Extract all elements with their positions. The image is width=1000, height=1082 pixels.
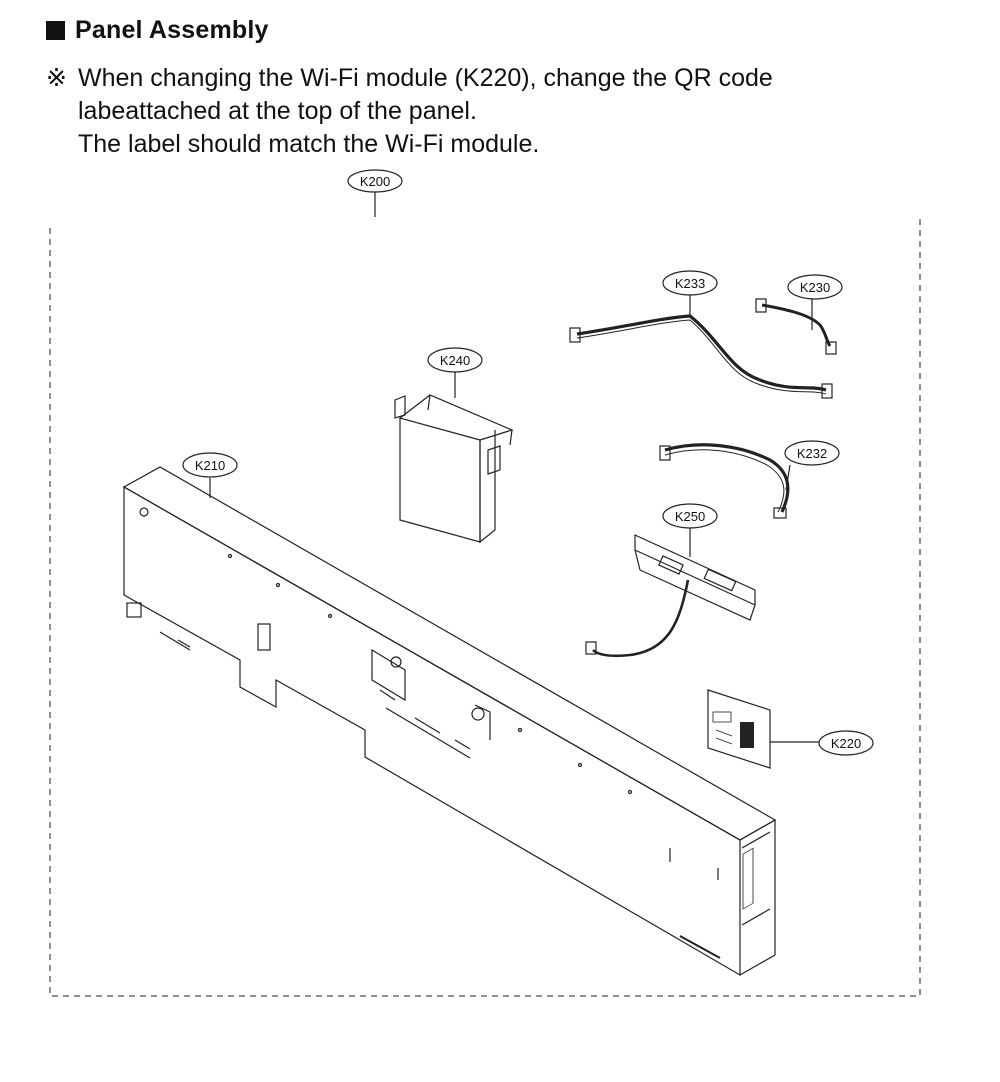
callout-k233: K233: [662, 270, 718, 296]
reference-mark-icon: ※: [46, 64, 67, 92]
wire-harness-k233: [569, 314, 833, 399]
replacement-note: ※When changing the Wi-Fi module (K220), …: [46, 62, 773, 161]
svg-text:K240: K240: [440, 353, 470, 368]
pcb-housing-part: [394, 394, 514, 544]
bullet-square-icon: [46, 21, 65, 40]
wire-harness-k230: [755, 298, 837, 355]
svg-text:K232: K232: [797, 446, 827, 461]
control-panel-part: [122, 466, 777, 977]
svg-text:K230: K230: [800, 280, 830, 295]
callout-k240: K240: [427, 347, 483, 373]
svg-text:K210: K210: [195, 458, 225, 473]
note-line-3: The label should match the Wi-Fi module.: [78, 130, 540, 158]
svg-text:K220: K220: [831, 736, 861, 751]
wire-harness-k232: [659, 443, 790, 519]
note-line-1: ※When changing the Wi-Fi module (K220), …: [46, 62, 773, 95]
callout-k230: K230: [787, 274, 843, 300]
switch-board-part: [585, 534, 756, 658]
callout-k250: K250: [662, 503, 718, 529]
section-title-text: Panel Assembly: [75, 16, 269, 44]
callout-k220: K220: [818, 730, 874, 756]
callout-k232: K232: [784, 440, 840, 466]
note-line-2: labeattached at the top of the panel.: [78, 97, 477, 125]
svg-text:K250: K250: [675, 509, 705, 524]
assembly-frame: [49, 215, 921, 997]
section-title: Panel Assembly: [46, 16, 269, 45]
callout-k210: K210: [182, 452, 238, 478]
wifi-module-part: [707, 689, 771, 769]
k232-leader: [785, 464, 791, 491]
svg-text:K200: K200: [360, 174, 390, 189]
callout-k200: K200: [347, 169, 403, 193]
svg-text:K233: K233: [675, 276, 705, 291]
